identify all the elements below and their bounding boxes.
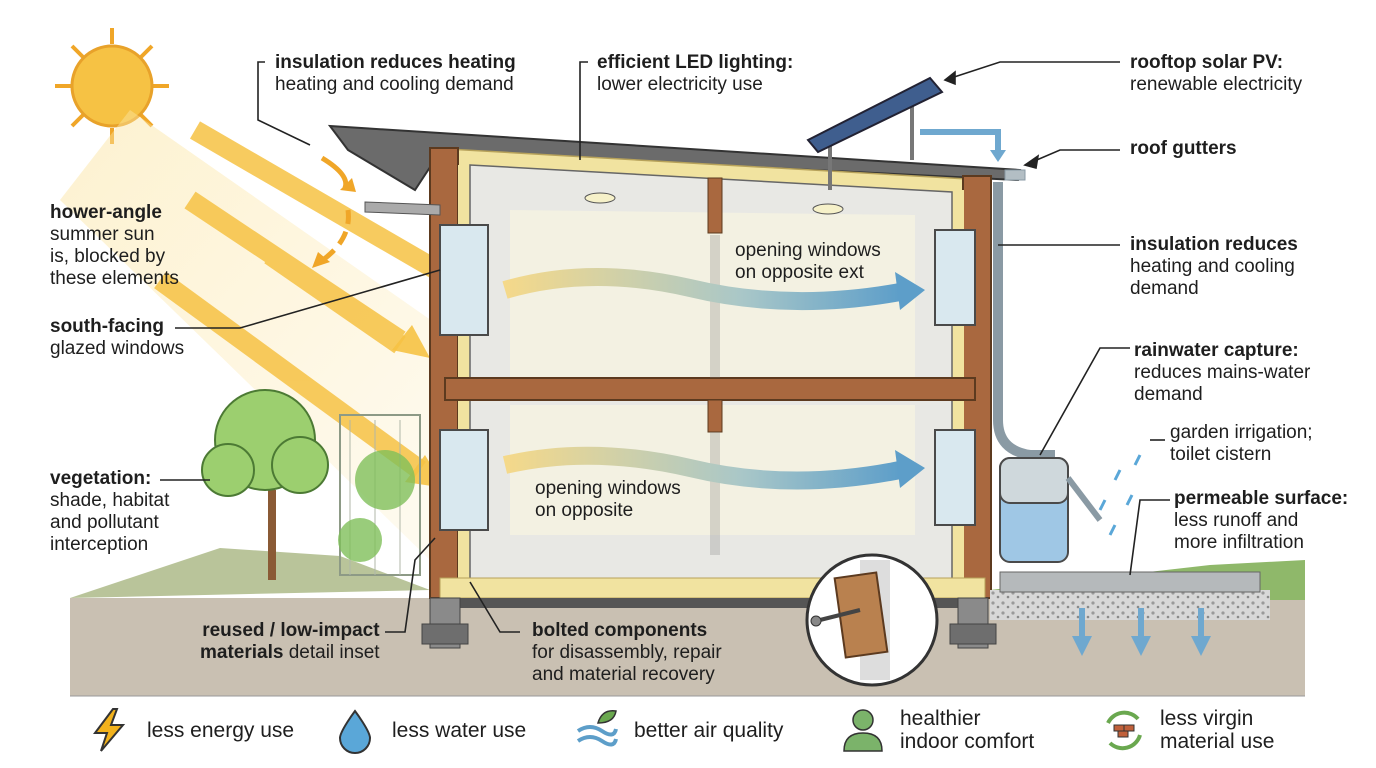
- legend-comfort-line-2: indoor comfort: [900, 730, 1035, 753]
- legend-energy: less energy use: [85, 700, 294, 760]
- roof-gutters-label: roof gutters: [1130, 138, 1237, 159]
- permeable-paving: [990, 571, 1270, 656]
- legend-materials-label: less virgin material use: [1160, 707, 1274, 753]
- reused-materials-label: reused / low-impact materials detail ins…: [200, 620, 380, 663]
- sun-angle-label: hower-angle summer sun is, blocked by th…: [50, 202, 179, 289]
- vent-upper-label: opening windows on opposite ext: [735, 240, 881, 283]
- legend-materials: less virgin material use: [1098, 700, 1274, 760]
- gutters-downpipe: [920, 129, 1055, 460]
- bolted-components-label: bolted components for disassembly, repai…: [532, 620, 722, 685]
- legend-energy-label: less energy use: [147, 718, 295, 742]
- windows: [439, 224, 976, 531]
- solar-pv-label: rooftop solar PV:renewable electricity: [1130, 52, 1303, 95]
- recycle-bricks-icon: [1106, 710, 1142, 751]
- legend-comfort-label: healthier indoor comfort: [900, 707, 1034, 753]
- vegetation-label: vegetation: shade, habitat and pollutant…: [50, 468, 170, 555]
- reused-materials-bold: materials: [200, 642, 284, 663]
- legend-comfort: healthier indoor comfort: [838, 700, 1034, 760]
- house: [327, 124, 1022, 649]
- air-quality-icon: [576, 710, 618, 747]
- solar-panel: [806, 76, 944, 190]
- rainwater-capture-label: rainwater capture: reduces mains-water d…: [1134, 340, 1311, 405]
- vent-lower-label: opening windows on opposite: [535, 478, 681, 521]
- sun-arrows: [154, 121, 546, 479]
- reused-materials-suffix: detail inset: [283, 642, 380, 663]
- leader-lines: [160, 61, 1170, 633]
- legend-water-label: less water use: [392, 718, 527, 742]
- water-drop-icon: [338, 709, 372, 754]
- lightning-icon: [93, 708, 126, 752]
- led-lighting-label: efficient LED lighting:lower electricity…: [597, 52, 794, 95]
- sunlight-beam: [60, 110, 445, 560]
- legend-air-label: better air quality: [634, 718, 784, 742]
- detail-inset: [805, 553, 939, 687]
- permeable-surface-label: permeable surface: less runoff and more …: [1174, 488, 1349, 553]
- airflow-arrows: [502, 268, 925, 490]
- legend-air: better air quality: [572, 700, 783, 760]
- legend-materials-line-1: less virgin: [1160, 707, 1254, 730]
- legend-comfort-line-1: healthier: [900, 707, 981, 730]
- legend-water: less water use: [330, 700, 526, 760]
- vegetation: [201, 389, 421, 580]
- legend-materials-line-2: material use: [1160, 730, 1275, 753]
- garden-irrigation-label: garden irrigation; toilet cistern: [1170, 422, 1313, 465]
- person-icon: [843, 709, 883, 752]
- rain-tank: [999, 454, 1142, 563]
- insulation-wall-label: insulation reduces heating and cooling d…: [1130, 234, 1298, 299]
